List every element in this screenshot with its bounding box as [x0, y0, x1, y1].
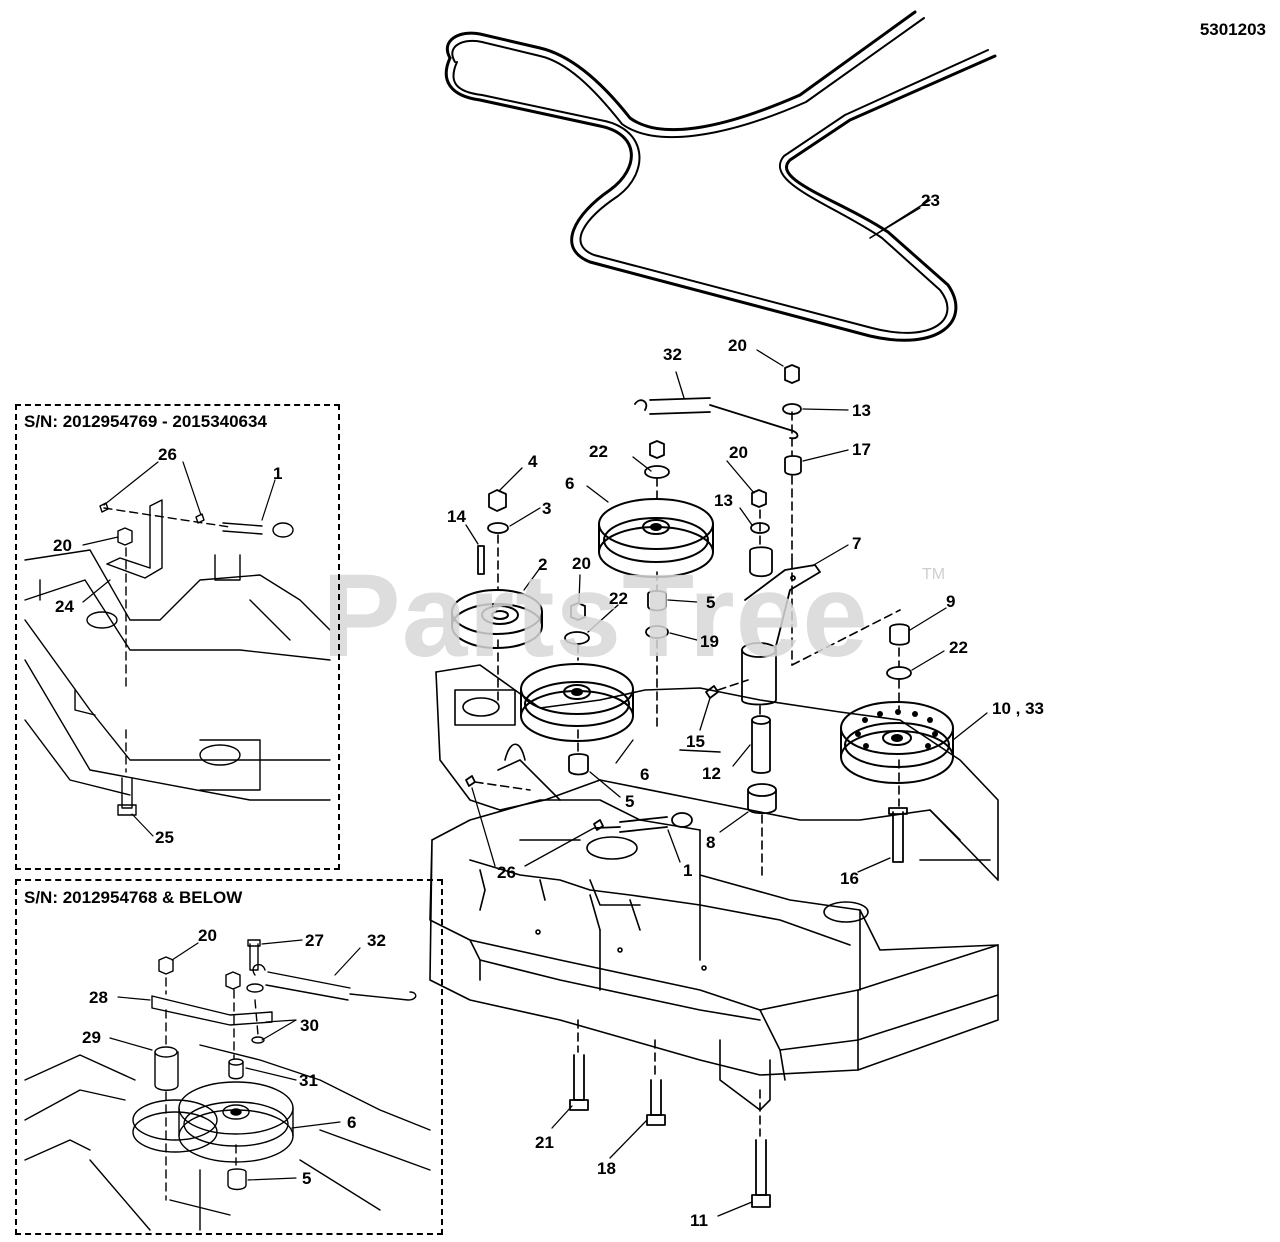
- callout-29[interactable]: 29: [82, 1028, 101, 1047]
- upper-inset-drawing: [24, 499, 331, 816]
- inset-lower: [15, 879, 443, 1235]
- callout-18[interactable]: 18: [597, 1159, 616, 1178]
- pulley-6-upper-drawing: [598, 498, 714, 578]
- small-parts-drawing: [465, 364, 912, 1208]
- callout-19[interactable]: 19: [700, 632, 719, 651]
- callout-14[interactable]: 14: [447, 507, 466, 526]
- callout-20[interactable]: 20: [572, 554, 591, 573]
- pulley-10-33-drawing: [840, 701, 954, 784]
- callout-13[interactable]: 13: [714, 491, 733, 510]
- callout-6[interactable]: 6: [640, 765, 650, 784]
- callout-22[interactable]: 22: [609, 589, 628, 608]
- callout-23[interactable]: 23: [921, 191, 940, 210]
- inset-upper-title: S/N: 2012954769 - 2015340634: [24, 412, 267, 431]
- pulley-6-lower-drawing: [520, 663, 634, 742]
- callout-3[interactable]: 3: [542, 499, 552, 518]
- callout-5[interactable]: 5: [625, 792, 635, 811]
- callout-15[interactable]: 15: [686, 732, 705, 751]
- callout-4[interactable]: 4: [528, 452, 538, 471]
- callout-25[interactable]: 25: [155, 828, 174, 847]
- callout-11[interactable]: 11: [690, 1211, 708, 1230]
- callout-12[interactable]: 12: [702, 764, 721, 783]
- callout-1[interactable]: 1: [683, 861, 693, 880]
- lower-inset-drawing: [24, 939, 431, 1231]
- callout-20[interactable]: 20: [728, 336, 747, 355]
- callout-26[interactable]: 26: [158, 445, 177, 464]
- watermark: PartsTree: [322, 550, 869, 682]
- callout-13[interactable]: 13: [852, 401, 871, 420]
- callout-2[interactable]: 2: [538, 555, 548, 574]
- callout-5[interactable]: 5: [706, 593, 716, 612]
- callout-26[interactable]: 26: [497, 863, 516, 882]
- callout-5[interactable]: 5: [302, 1169, 312, 1188]
- callout-6[interactable]: 6: [347, 1113, 357, 1132]
- callout-21[interactable]: 21: [535, 1133, 554, 1152]
- callout-1[interactable]: 1: [273, 464, 283, 483]
- callout-20[interactable]: 20: [53, 536, 72, 555]
- callout-17[interactable]: 17: [852, 440, 871, 459]
- document-number: 5301203: [1199, 20, 1266, 39]
- callout-16[interactable]: 16: [840, 869, 859, 888]
- callout-31[interactable]: 31: [299, 1071, 318, 1090]
- callout-7[interactable]: 7: [852, 534, 862, 553]
- callout-20[interactable]: 20: [198, 926, 217, 945]
- callout-28[interactable]: 28: [89, 988, 108, 1007]
- callout-32[interactable]: 32: [367, 931, 386, 950]
- pulley-2-drawing: [451, 589, 543, 649]
- callout-20[interactable]: 20: [729, 443, 748, 462]
- trademark-mark: TM: [922, 566, 946, 583]
- callout-27[interactable]: 27: [305, 931, 324, 950]
- callout-6[interactable]: 6: [565, 474, 575, 493]
- callout-30[interactable]: 30: [300, 1016, 319, 1035]
- belt-23-drawing: [444, 10, 997, 342]
- callout-32[interactable]: 32: [663, 345, 682, 364]
- callout-22[interactable]: 22: [589, 442, 608, 461]
- callout-8[interactable]: 8: [706, 833, 716, 852]
- callout-24[interactable]: 24: [55, 597, 74, 616]
- inset-upper: [15, 404, 340, 870]
- callout-10-33[interactable]: 10 , 33: [992, 699, 1044, 718]
- callout-9[interactable]: 9: [946, 592, 956, 611]
- callout-22[interactable]: 22: [949, 638, 968, 657]
- inset-lower-title: S/N: 2012954768 & BELOW: [24, 888, 243, 907]
